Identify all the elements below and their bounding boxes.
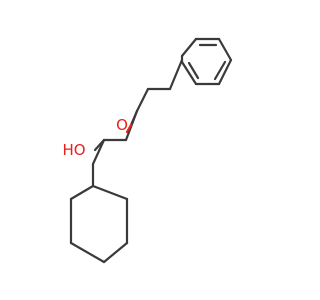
cyclohexyl-bond bbox=[102, 241, 129, 264]
cyclohexyl-bond bbox=[91, 184, 129, 201]
carbon-chain bbox=[91, 58, 184, 188]
phenyl-double-bond bbox=[213, 60, 227, 81]
chain-bond bbox=[135, 87, 150, 113]
phenyl-bond bbox=[180, 60, 198, 86]
phenyl-bond bbox=[180, 37, 198, 58]
phenyl-ring bbox=[180, 37, 233, 86]
carbonyl-bond-o bbox=[125, 123, 133, 134]
carbonyl-bond-c bbox=[129, 109, 139, 127]
cyclohexyl-bond bbox=[69, 184, 95, 201]
hydroxyl-group bbox=[93, 138, 106, 152]
carbonyl-group bbox=[125, 109, 139, 134]
hydroxyl-bond-c bbox=[93, 138, 106, 152]
chain-bond bbox=[91, 138, 106, 166]
molecule-diagram: O HO bbox=[62, 37, 233, 264]
cyclohexyl-bond bbox=[69, 241, 106, 264]
hydroxyl-label: HO bbox=[62, 141, 85, 159]
chain-bond bbox=[168, 58, 184, 91]
structure-canvas: O HO bbox=[62, 37, 233, 264]
phenyl-double-bond bbox=[187, 61, 200, 80]
phenyl-bond bbox=[217, 37, 233, 62]
phenyl-bond bbox=[217, 58, 233, 86]
cyclohexyl-ring bbox=[69, 184, 129, 264]
carbonyl-oxygen-label: O bbox=[116, 116, 128, 134]
